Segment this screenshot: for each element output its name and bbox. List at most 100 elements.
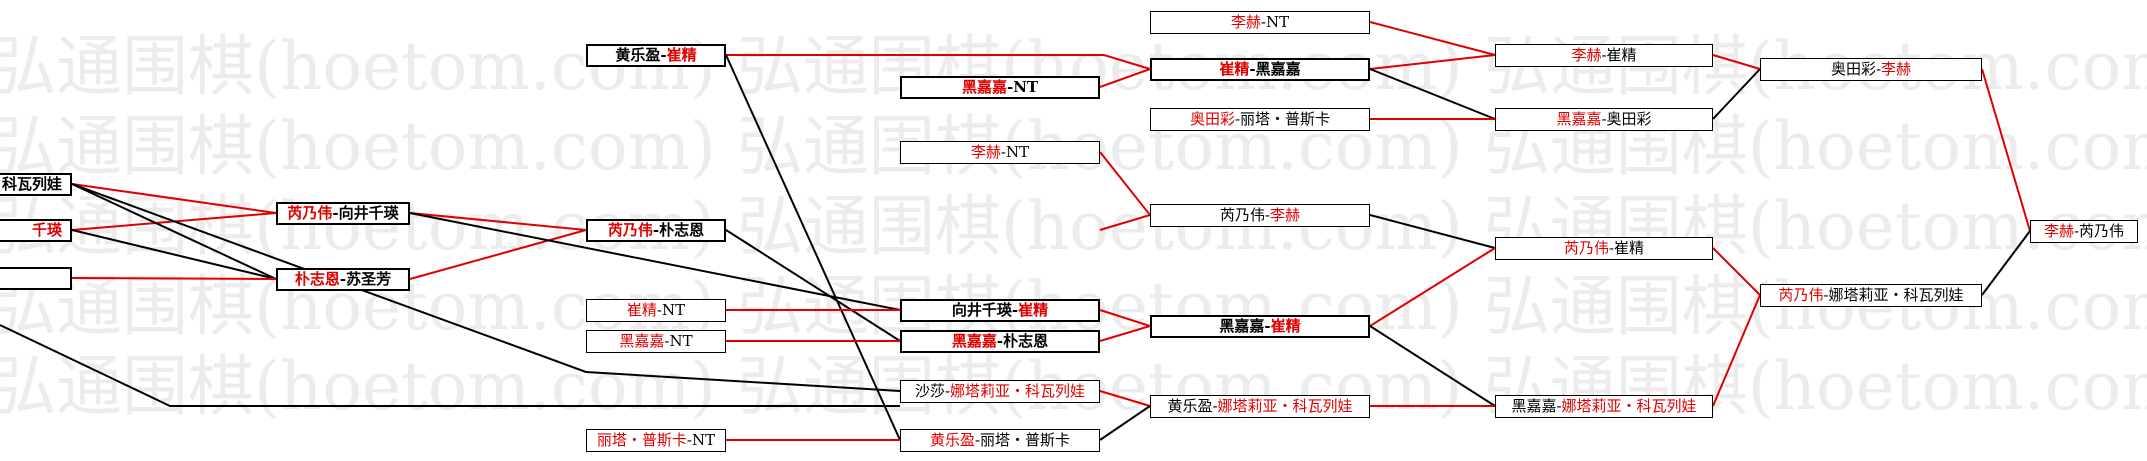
player-left: 奥田彩	[1830, 60, 1876, 78]
separator: -	[686, 431, 692, 449]
player-right: NT	[661, 301, 686, 319]
player-left: 黑嘉嘉	[1511, 397, 1557, 415]
separator: -	[1556, 397, 1562, 415]
bracket-line	[71, 229, 277, 280]
bracket-line	[409, 212, 587, 231]
player-right: 向井千瑛	[338, 204, 399, 222]
player-right: NT	[669, 332, 693, 350]
player-left: 芮乃伟	[1563, 239, 1609, 257]
player-right: 朴志恩	[659, 221, 705, 239]
player-left: 李赫	[1571, 46, 1602, 64]
separator: -	[2073, 222, 2080, 240]
match-r2b: 芮乃伟-朴志恩	[586, 219, 726, 242]
player-right: 奥田彩	[1606, 110, 1652, 128]
match-r1b: 朴志恩-苏圣芳	[276, 268, 410, 291]
bracket-line	[71, 277, 277, 280]
match-r5c: 芮乃伟-崔精	[1495, 237, 1713, 260]
match-r4f: 黄乐盈-娜塔莉亚・科瓦列娃	[1150, 395, 1370, 418]
match-r5d: 黑嘉嘉-娜塔莉亚・科瓦列娃	[1495, 395, 1713, 418]
separator: -	[974, 431, 981, 449]
bracket-line	[725, 54, 901, 441]
player-left: 黑嘉嘉	[1556, 110, 1602, 128]
bracket-line	[1369, 68, 1496, 120]
bracket-line	[1099, 151, 1151, 216]
player-left: 黑嘉嘉	[1219, 317, 1265, 335]
player-left: 向井千瑛	[951, 301, 1012, 319]
bracket-line	[1099, 68, 1151, 88]
separator: -	[1875, 60, 1882, 78]
player-left: 芮乃伟	[287, 204, 333, 222]
match-r5b: 黑嘉嘉-奥田彩	[1495, 108, 1713, 131]
player-left: 李赫	[1230, 13, 1261, 31]
bracket-line	[1981, 230, 2031, 296]
separator: -	[1212, 397, 1218, 415]
match-r4e: 黑嘉嘉-崔精	[1150, 315, 1370, 338]
bracket-line	[1369, 214, 1496, 249]
player-right: 芮乃伟	[2079, 222, 2125, 240]
bracket-line	[0, 324, 900, 407]
player-right: 李赫	[1270, 206, 1301, 224]
match-r4d: 芮乃伟-李赫	[1150, 204, 1370, 227]
bracket-line	[1369, 325, 1496, 407]
match-r3f: 黄乐盈-丽塔・普斯卡	[900, 429, 1100, 452]
separator: -	[1011, 301, 1019, 319]
player-left: 崔精	[626, 301, 657, 319]
player-left: 黑嘉嘉	[619, 332, 665, 350]
player-left: 黄乐盈	[1167, 397, 1213, 415]
player-right: NT	[1005, 143, 1030, 161]
separator: -	[664, 332, 670, 350]
separator: -	[660, 46, 667, 64]
separator: -	[1249, 60, 1256, 78]
bracket-line	[1712, 54, 1761, 70]
player-left: 黑嘉嘉	[951, 332, 997, 350]
player-right: NT	[1265, 13, 1290, 31]
player-left: 李赫	[2043, 222, 2074, 240]
separator: -	[332, 204, 339, 222]
player-right: 朴志恩	[1003, 332, 1049, 350]
match-r3c: 向井千瑛-崔精	[900, 299, 1100, 322]
bracket-line	[1099, 390, 1151, 407]
separator: -	[944, 382, 951, 400]
bracket-line	[726, 54, 1151, 70]
match-r3b: 李赫-NT	[900, 141, 1100, 164]
match-r2e: 丽塔・普斯卡-NT	[586, 429, 726, 452]
separator: -	[339, 270, 347, 288]
player-right: NT	[1013, 78, 1039, 96]
bracket-line	[71, 183, 901, 392]
player-left: 黑嘉嘉	[961, 78, 1007, 96]
bracket-line	[409, 212, 901, 311]
player-right: 丽塔・普斯卡	[980, 431, 1071, 449]
separator: -	[1006, 78, 1014, 96]
separator: -	[1264, 206, 1271, 224]
bracket-line	[1099, 325, 1151, 342]
match-r2a: 黄乐盈-崔精	[586, 44, 726, 67]
player-left: 李赫	[970, 143, 1001, 161]
bracket-line	[71, 183, 277, 280]
match-r0c	[0, 267, 72, 290]
player-right: 崔精	[1614, 239, 1645, 257]
bracket-line	[1099, 405, 1151, 441]
separator: -	[1601, 46, 1607, 64]
separator: -	[1234, 110, 1241, 128]
bracket-line	[1369, 54, 1496, 70]
player-left: 崔精	[1219, 60, 1250, 78]
bracket-line	[409, 229, 587, 280]
player-left: 黄乐盈	[929, 431, 975, 449]
player-left: 沙莎	[914, 382, 945, 400]
separator: -	[1264, 317, 1271, 335]
match-r2d: 黑嘉嘉-NT	[586, 330, 726, 353]
match-r1a: 芮乃伟-向井千瑛	[276, 202, 410, 225]
match-r4a: 李赫-NT	[1150, 11, 1370, 34]
player-left: 芮乃伟	[607, 221, 653, 239]
bracket-line	[1712, 294, 1761, 407]
separator: -	[1260, 13, 1266, 31]
player-right: 苏圣芳	[346, 270, 392, 288]
player-right: 娜塔莉亚・科瓦列娃	[1561, 397, 1697, 415]
match-r4b: 崔精-黑嘉嘉	[1150, 58, 1370, 81]
player-right: 科瓦列娃	[1, 175, 62, 193]
match-r3a: 黑嘉嘉-NT	[900, 76, 1100, 99]
match-r6a: 奥田彩-李赫	[1760, 58, 1982, 81]
match-r4c: 奥田彩-丽塔・普斯卡	[1150, 108, 1370, 131]
player-right: NT	[691, 431, 716, 449]
